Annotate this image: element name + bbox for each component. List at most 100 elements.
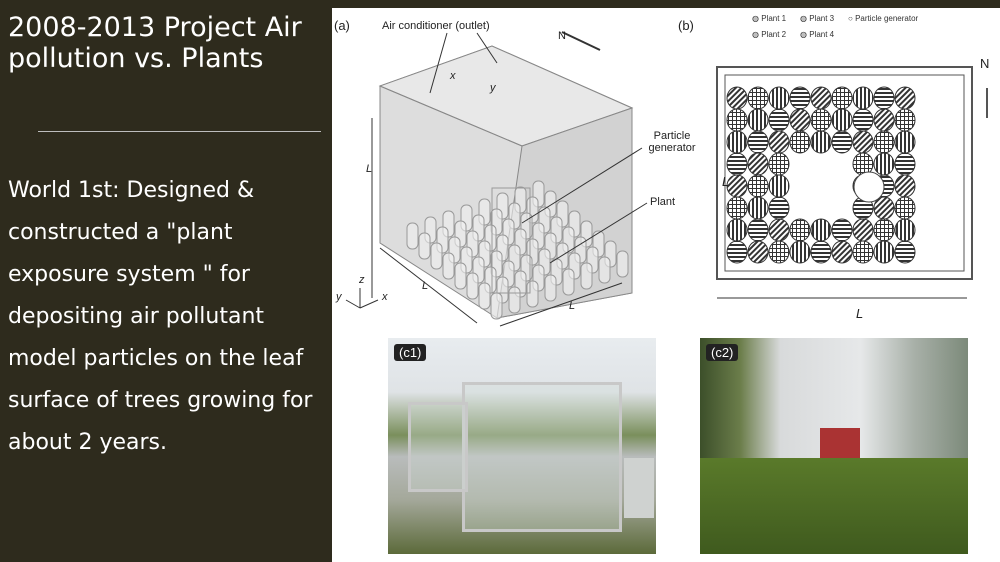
panel-c1-tag: (c1) [394, 344, 427, 361]
plant-symbol [873, 196, 895, 220]
plant-symbol [873, 130, 895, 154]
plant-pot [418, 232, 431, 260]
slide-title: 2008-2013 Project Air pollution vs. Plan… [8, 12, 302, 74]
plant-symbol [894, 108, 916, 132]
plant-symbol [747, 240, 769, 264]
plant-symbol [726, 108, 748, 132]
plant-symbol [894, 218, 916, 242]
plant-pot [526, 280, 539, 308]
plant-symbol [789, 218, 811, 242]
plant-symbol [747, 174, 769, 198]
plant-pot [544, 274, 557, 302]
slide-body-text: World 1st: Designed & constructed a "pla… [8, 178, 313, 455]
plant-label: Plant [650, 196, 676, 208]
plant-symbol [852, 240, 874, 264]
plant-symbol [747, 130, 769, 154]
plant-symbol [768, 174, 790, 198]
photo-c2-chamber-interior: (c2) [700, 338, 968, 554]
plant-symbol [726, 152, 748, 176]
dim-L-vertical: L [366, 163, 373, 175]
photo-c1-outdoor-chambers: (c1) [388, 338, 656, 554]
plant-pot [508, 286, 521, 314]
plant-symbol [768, 152, 790, 176]
plant-symbol [873, 218, 895, 242]
plant-symbol [894, 130, 916, 154]
plant-symbol [768, 86, 790, 110]
plant-symbol [894, 86, 916, 110]
plant-symbol [768, 218, 790, 242]
plant-symbol [894, 174, 916, 198]
plant-symbol [747, 196, 769, 220]
legend-particle-generator: ○ Particle generator [848, 14, 919, 23]
plant-pot [442, 252, 455, 280]
plant-symbol [873, 240, 895, 264]
plant-pot [490, 292, 503, 320]
plant-pot [406, 222, 419, 250]
plant-pot [478, 282, 491, 310]
plant-symbol [894, 196, 916, 220]
plant-symbol [726, 196, 748, 220]
dim-y: y [490, 82, 496, 94]
plant-symbol [852, 108, 874, 132]
plant-pot [562, 268, 575, 296]
plant-symbol [810, 108, 832, 132]
dim-L-b-vertical: L [722, 174, 730, 189]
dim-L-left: L [422, 280, 429, 292]
plant-symbol [789, 130, 811, 154]
plant-symbol [768, 130, 790, 154]
plant-symbol [873, 108, 895, 132]
legend-plant-3: ◍ Plant 3 [800, 14, 835, 23]
axis-x-label: x [382, 291, 388, 303]
plant-symbol [768, 240, 790, 264]
plant-symbol [810, 130, 832, 154]
plant-symbol [852, 86, 874, 110]
plant-symbol [747, 218, 769, 242]
plant-symbol [726, 240, 748, 264]
panel-a-tag: (a) [334, 18, 350, 33]
plant-grid [726, 86, 916, 264]
title-divider [38, 131, 321, 132]
plant-symbol [726, 86, 748, 110]
plant-pot [598, 256, 611, 284]
plant-symbol [768, 108, 790, 132]
plant-symbol [789, 240, 811, 264]
exposure-chamber-3d-diagram [345, 31, 648, 327]
plant-symbol [810, 86, 832, 110]
particle-generator-label: Particle generator [648, 130, 696, 154]
dim-L-right: L [569, 300, 576, 312]
plant-symbol [789, 108, 811, 132]
dim-x: x [450, 70, 456, 82]
panel-c2-tag: (c2) [706, 344, 739, 361]
plant-pot [454, 262, 467, 290]
figure-panel: (a) Air conditioner (outlet) N Particle … [332, 8, 1000, 562]
axis-z-label: z [359, 274, 365, 286]
plant-symbol [747, 108, 769, 132]
axis-y-label: y [336, 291, 342, 303]
plant-symbol [726, 218, 748, 242]
plant-symbol [747, 86, 769, 110]
north-label-b: N [980, 56, 990, 71]
plant-symbol [852, 130, 874, 154]
plant-pot [580, 262, 593, 290]
plant-symbol [831, 130, 853, 154]
plant-symbol [894, 240, 916, 264]
plant-symbol [726, 174, 748, 198]
plant-pots [406, 180, 629, 320]
plant-symbol [726, 130, 748, 154]
north-label-a: N [558, 30, 566, 42]
legend-plant-2: ◍ Plant 2 [752, 30, 787, 39]
plant-symbol [747, 152, 769, 176]
plant-symbol [831, 218, 853, 242]
plant-symbol [852, 218, 874, 242]
dim-L-b-horizontal: L [856, 306, 864, 321]
plant-symbol [831, 240, 853, 264]
plant-symbol [831, 86, 853, 110]
panel-b-tag: (b) [678, 18, 694, 33]
legend-plant-4: ◍ Plant 4 [800, 30, 835, 39]
plant-pot [616, 250, 629, 278]
plant-symbol [831, 108, 853, 132]
plant-symbol [873, 152, 895, 176]
plant-symbol [894, 152, 916, 176]
plant-pot [466, 272, 479, 300]
plant-symbol [810, 218, 832, 242]
